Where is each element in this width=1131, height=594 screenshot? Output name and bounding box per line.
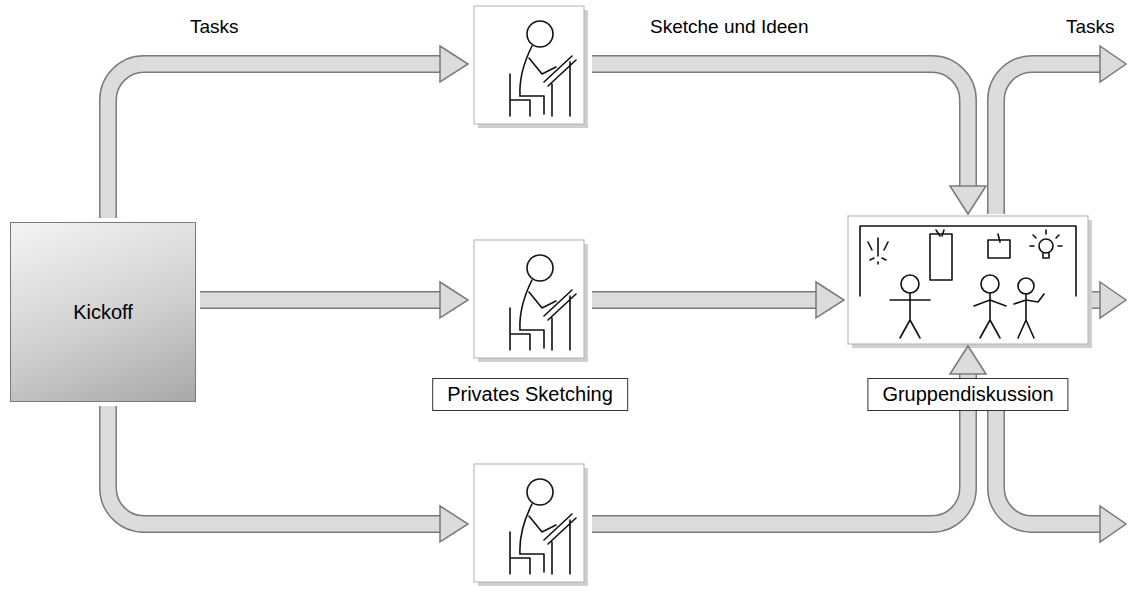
group-discussion-picture (848, 216, 1092, 348)
sketching-icon (474, 240, 588, 362)
node-caption: Privates Sketching (432, 378, 628, 411)
picture-node: Privates Sketching (472, 238, 588, 362)
flow-arrow (592, 346, 986, 524)
output-arrow (1092, 282, 1126, 318)
output-arrow (996, 46, 1126, 214)
flow-arrow (108, 46, 468, 218)
flow-label: Tasks (190, 16, 239, 38)
node-text: Kickoff (73, 301, 133, 324)
flow-arrow (592, 64, 986, 214)
sketching-icon (474, 464, 588, 586)
sketching-icon (474, 6, 588, 128)
picture-node: Gruppendiskussion (848, 216, 1088, 344)
output-arrow (996, 410, 1126, 542)
process-box: Kickoff (10, 222, 196, 402)
flow-arrow (592, 282, 844, 318)
flow-arrow (200, 282, 468, 318)
flow-label: Tasks (1066, 16, 1115, 38)
node-caption: Gruppendiskussion (867, 378, 1068, 411)
flow-arrow (108, 406, 468, 542)
flow-label: Sketche und Ideen (650, 16, 808, 38)
